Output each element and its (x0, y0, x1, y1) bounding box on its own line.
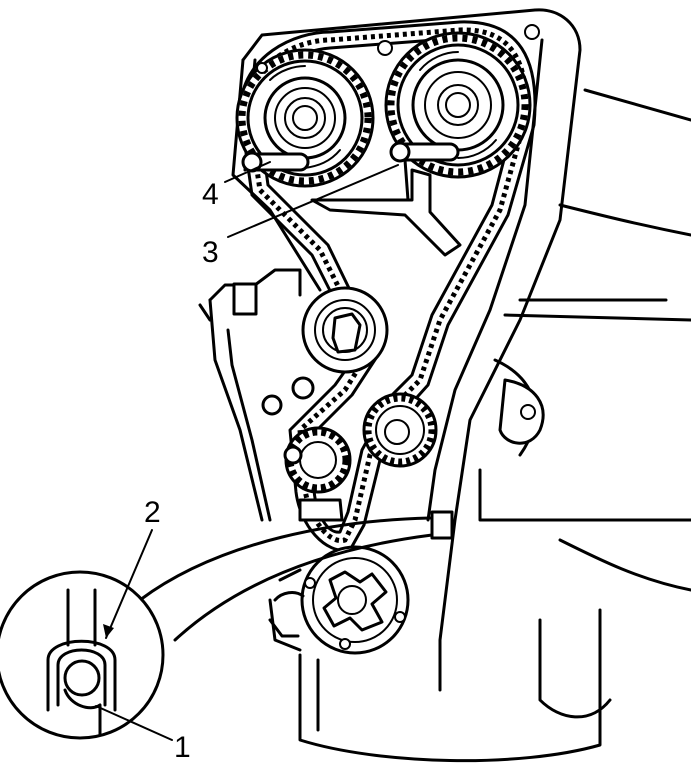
callout-label-2: 2 (144, 496, 161, 529)
water-pump (268, 545, 410, 655)
callout-label-3: 3 (202, 236, 219, 269)
callout-label-1: 1 (174, 731, 191, 764)
crankshaft-sprocket (284, 426, 352, 522)
callout-label-4: 4 (202, 178, 219, 211)
right-camshaft-sprocket (384, 31, 532, 179)
engine-block (198, 88, 691, 763)
detail-magnifier (0, 570, 165, 740)
callout-leaders (95, 161, 399, 741)
zoom-callout-lines (138, 510, 454, 642)
camshaft-locking-tool (241, 24, 540, 257)
tensioner-pulley (301, 286, 389, 374)
small-fittings (261, 376, 315, 465)
idler-pulley (362, 392, 438, 468)
left-camshaft-sprocket (235, 48, 375, 188)
